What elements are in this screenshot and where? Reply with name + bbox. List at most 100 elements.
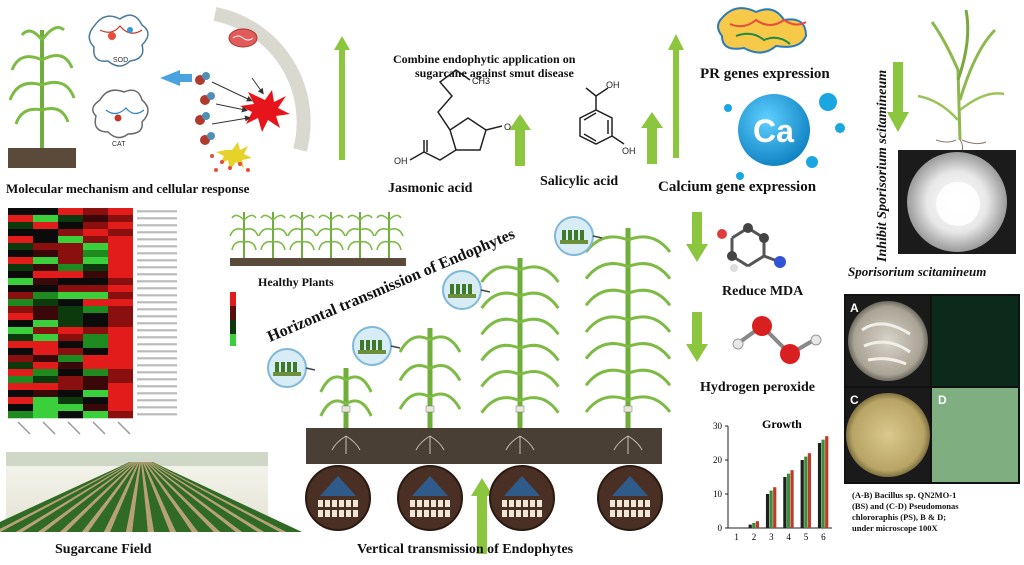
field-furrow [150, 462, 286, 532]
heatmap-cell [8, 222, 33, 230]
chart-x-tick-label: 3 [769, 532, 774, 542]
heatmap-row-label [137, 406, 177, 409]
field-row [22, 462, 135, 532]
chart-x-tick-label: 5 [804, 532, 809, 542]
chart-x-tick-label: 1 [734, 532, 739, 542]
chart-bar [755, 521, 759, 528]
heatmap-cell [108, 236, 133, 244]
heatmap-cell [58, 390, 83, 398]
soil-profile-circle [397, 465, 463, 531]
heatmap-cell [33, 292, 58, 300]
heatmap-cell [8, 264, 33, 272]
combine-title-line2: sugarcane against smut disease [415, 66, 574, 80]
healthy-plant [374, 212, 404, 258]
heatmap-cell [8, 306, 33, 314]
caption-line-4: under microscope 100X [852, 523, 938, 533]
reduce-mda-label: Reduce MDA [722, 284, 804, 299]
field-furrow [0, 462, 132, 532]
field-row [143, 462, 192, 532]
soil-profile-circle [597, 465, 663, 531]
field-row [149, 462, 280, 532]
heatmap-cell [58, 292, 83, 300]
heatmap-cell [8, 411, 33, 419]
field-row [44, 462, 136, 532]
heatmap-row-label [137, 259, 177, 262]
heatmap-cell [83, 215, 108, 223]
heatmap-cell [83, 313, 108, 321]
healthy-plant [287, 212, 317, 258]
chart-bar [773, 487, 777, 528]
caption-line-1: (A-B) Bacillus sp. QN2MO-1 [852, 490, 957, 500]
heatmap-row-label [137, 322, 177, 325]
heatmap-col-label [117, 421, 131, 435]
heatmap-cell [33, 264, 58, 272]
heatmap-cell [33, 222, 58, 230]
hydrogen-peroxide-label: Hydrogen peroxide [700, 380, 815, 395]
heatmap-cell [83, 404, 108, 412]
heatmap-cell [83, 292, 108, 300]
heatmap-cell [108, 348, 133, 356]
ca-symbol: Ca [753, 113, 794, 149]
heatmap-cell [8, 334, 33, 342]
chart-bar [807, 453, 811, 528]
heatmap-cell [108, 306, 133, 314]
heatmap-cell [108, 243, 133, 251]
heatmap-color-scale [230, 292, 236, 346]
heatmap-cell [83, 229, 108, 237]
jasmonic-acid-label: Jasmonic acid [388, 181, 473, 196]
heatmap-row-label [137, 273, 177, 276]
heatmap-cell [83, 243, 108, 251]
heatmap-cell [108, 215, 133, 223]
heatmap-cell [83, 383, 108, 391]
heatmap-row-label [137, 224, 177, 227]
heatmap-row-label [137, 287, 177, 290]
heatmap-cell [108, 292, 133, 300]
chart-title: Growth [762, 417, 802, 431]
heatmap-cell [83, 369, 108, 377]
sugarcane-seedling-illustration [917, 9, 1005, 159]
endophyte-bubble [442, 270, 491, 310]
heatmap-cell [83, 236, 108, 244]
green-arrows [334, 34, 909, 554]
heatmap-row-label [137, 308, 177, 311]
heatmap-cell [33, 257, 58, 265]
healthy-plant [258, 212, 288, 258]
chart-bar [769, 490, 773, 528]
chart-y-tick-label: 30 [713, 421, 723, 431]
heatmap-cell [58, 341, 83, 349]
heatmap-cell [33, 285, 58, 293]
heatmap-cell [108, 264, 133, 272]
field-row [150, 462, 302, 532]
heatmap-col-label [92, 421, 106, 435]
arrow-down-3 [887, 62, 909, 132]
heatmap-cell [33, 404, 58, 412]
cat-protein [92, 89, 149, 139]
microscope-caption: (A-B) Bacillus sp. QN2MO-1 (BS) and (C-D… [852, 490, 959, 534]
panel-c-letter: C [850, 393, 859, 407]
chart-bar [786, 473, 791, 528]
heatmap-cell [8, 376, 33, 384]
panel-a-letter: A [850, 301, 859, 315]
heatmap-cell [33, 348, 58, 356]
heatmap-cell [108, 327, 133, 335]
arrow-down-1 [686, 212, 708, 262]
heatmap-cell [33, 236, 58, 244]
pr-protein [717, 7, 808, 54]
petri-dish-a [848, 301, 928, 381]
field-row [146, 462, 236, 532]
combine-title-line1: Combine endophytic application on [393, 52, 576, 66]
jasmonic-acid-structure [409, 69, 503, 161]
heatmap-row-label [137, 371, 177, 374]
arrow-up-4 [668, 34, 684, 158]
heatmap-cell [33, 376, 58, 384]
calcium-icon [724, 93, 845, 180]
heatmap-cell [8, 390, 33, 398]
heatmap-cell [83, 334, 108, 342]
caption-line-2: (BS) and (C-D) Pseudomonas [852, 501, 959, 511]
salicylic-acid-structure [579, 87, 625, 145]
field-furrow [16, 462, 134, 532]
heatmap-cell [108, 376, 133, 384]
heatmap-cell [8, 320, 33, 328]
heatmap-col-label [17, 421, 31, 435]
